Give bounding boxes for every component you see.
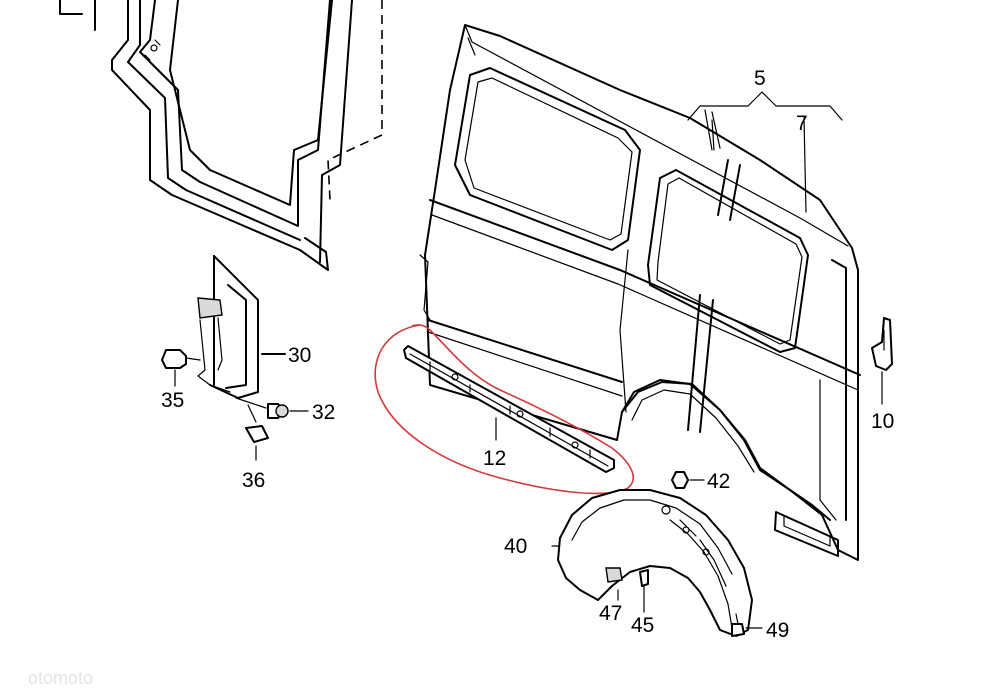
screw-32	[235, 397, 309, 419]
wheel-liner	[551, 489, 753, 637]
callout-36: 36	[242, 469, 265, 492]
side-panel	[419, 24, 861, 561]
callout-35: 35	[161, 389, 184, 412]
callout-30: 30	[288, 344, 311, 367]
screw-49	[731, 613, 763, 637]
callout-42: 42	[707, 470, 730, 493]
callout-5: 5	[754, 67, 766, 90]
pillar-trim	[197, 255, 286, 399]
callout-7: 7	[796, 112, 808, 135]
callout-5-7-leaders	[495, 91, 843, 613]
clip-36	[245, 404, 269, 461]
callout-32: 32	[312, 401, 335, 424]
front-door-frame	[59, 0, 383, 271]
callout-45: 45	[631, 614, 654, 637]
bracket-10	[871, 317, 893, 405]
watermark: otomoto	[28, 668, 93, 688]
sill-panel	[403, 345, 615, 473]
callout-47: 47	[599, 602, 622, 625]
callout-49: 49	[766, 619, 789, 642]
callout-12: 12	[483, 447, 506, 470]
callout-10: 10	[871, 410, 894, 433]
highlight-circle	[374, 324, 634, 495]
callout-40: 40	[504, 535, 527, 558]
bolt-35	[161, 349, 201, 387]
nut-42	[671, 471, 705, 489]
